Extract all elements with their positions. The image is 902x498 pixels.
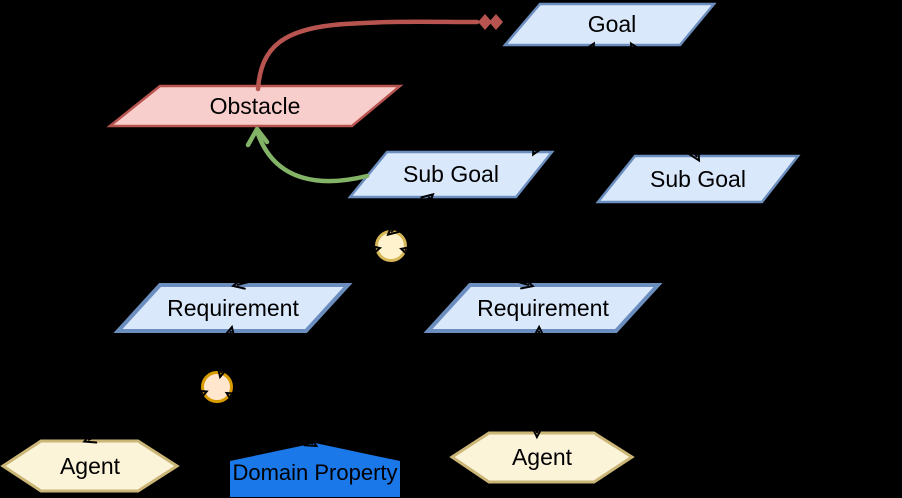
requirement-left-label: Requirement: [167, 295, 299, 321]
edge-circle-to-agent-left: [87, 392, 204, 441]
obstruction-arrow: [255, 14, 503, 92]
requirement-right-parallelogram: [423, 283, 663, 333]
requirement-right-label: Requirement: [477, 295, 609, 321]
edge-circle-to-requirement-left: [236, 248, 377, 286]
edge-subgoal-left-to-circle: [390, 196, 431, 233]
edge-subgoal-left-to-goal: [534, 46, 593, 152]
goal-parallelogram: [502, 2, 717, 47]
connector-arrowhead: [193, 389, 209, 402]
connector-arrowhead: [420, 192, 435, 207]
connector-arrowhead: [223, 324, 236, 340]
and-refinement-circle-lower: [201, 371, 233, 403]
agent-left-label: Agent: [60, 453, 121, 479]
subgoal-right-node: Sub Goal: [595, 154, 801, 204]
agent-right-node: Agent: [449, 431, 635, 484]
relation-arrows-layer: [245, 14, 503, 184]
domain-property-pentagon: [230, 443, 400, 497]
shapes-layer: Goal Obstacle Sub Goal Sub Goal Requirem…: [0, 2, 801, 497]
requirement-right-node: Requirement: [423, 283, 663, 333]
connector-arrowhead: [216, 364, 229, 380]
resolution-arrow: [245, 126, 370, 184]
domain-property-label: Domain Property: [232, 460, 397, 485]
connector-arrowhead: [530, 425, 544, 440]
connectors-layer: [82, 41, 701, 448]
domain-property-node: Domain Property: [230, 443, 400, 497]
resolution-arrowhead: [245, 126, 270, 148]
obstruction-arrow-diamond-1: [478, 14, 492, 30]
edge-circle-to-requirement-right: [404, 249, 530, 286]
connector-arrowhead: [532, 141, 544, 157]
edge-requirement-right-to-agent-right: [536, 330, 540, 434]
agent-right-hexagon: [449, 431, 635, 484]
connector-arrowhead: [532, 324, 546, 339]
resolution-arrow-curve: [255, 131, 370, 184]
subgoal-right-label: Sub Goal: [650, 166, 746, 192]
subgoal-left-label: Sub Goal: [403, 161, 499, 187]
connector-arrowhead: [520, 277, 535, 290]
connector-arrowhead: [367, 244, 383, 257]
agent-right-label: Agent: [512, 444, 573, 470]
agent-left-node: Agent: [0, 439, 180, 493]
requirement-left-node: Requirement: [113, 283, 353, 333]
edge-circle-to-domain-property: [229, 394, 314, 445]
and-refinement-circle-upper: [375, 230, 407, 262]
subgoal-left-parallelogram: [347, 150, 555, 199]
connector-arrowhead: [224, 391, 240, 405]
connector-arrowhead: [629, 41, 643, 57]
connector-arrowhead: [583, 41, 595, 57]
agent-left-hexagon: [0, 439, 180, 493]
obstacle-parallelogram: [106, 84, 404, 128]
obstacle-node: Obstacle: [106, 84, 404, 128]
subgoal-left-node: Sub Goal: [347, 150, 555, 199]
connector-arrowhead: [303, 434, 319, 448]
connector-arrowhead: [399, 245, 414, 258]
edge-subgoal-right-to-goal: [632, 46, 698, 158]
obstacle-label: Obstacle: [210, 93, 301, 119]
edge-requirement-left-to-circle: [220, 330, 232, 374]
connector-arrowhead: [82, 431, 98, 444]
obstruction-arrow-diamond-2: [489, 14, 503, 30]
connector-arrowhead: [386, 222, 401, 237]
subgoal-right-parallelogram: [595, 154, 801, 204]
connector-arrowhead: [230, 277, 246, 290]
connector-arrowhead: [687, 147, 701, 163]
goal-label: Goal: [588, 11, 637, 37]
requirement-left-parallelogram: [113, 283, 353, 333]
goal-node: Goal: [502, 2, 717, 47]
obstruction-arrow-curve: [255, 19, 480, 92]
